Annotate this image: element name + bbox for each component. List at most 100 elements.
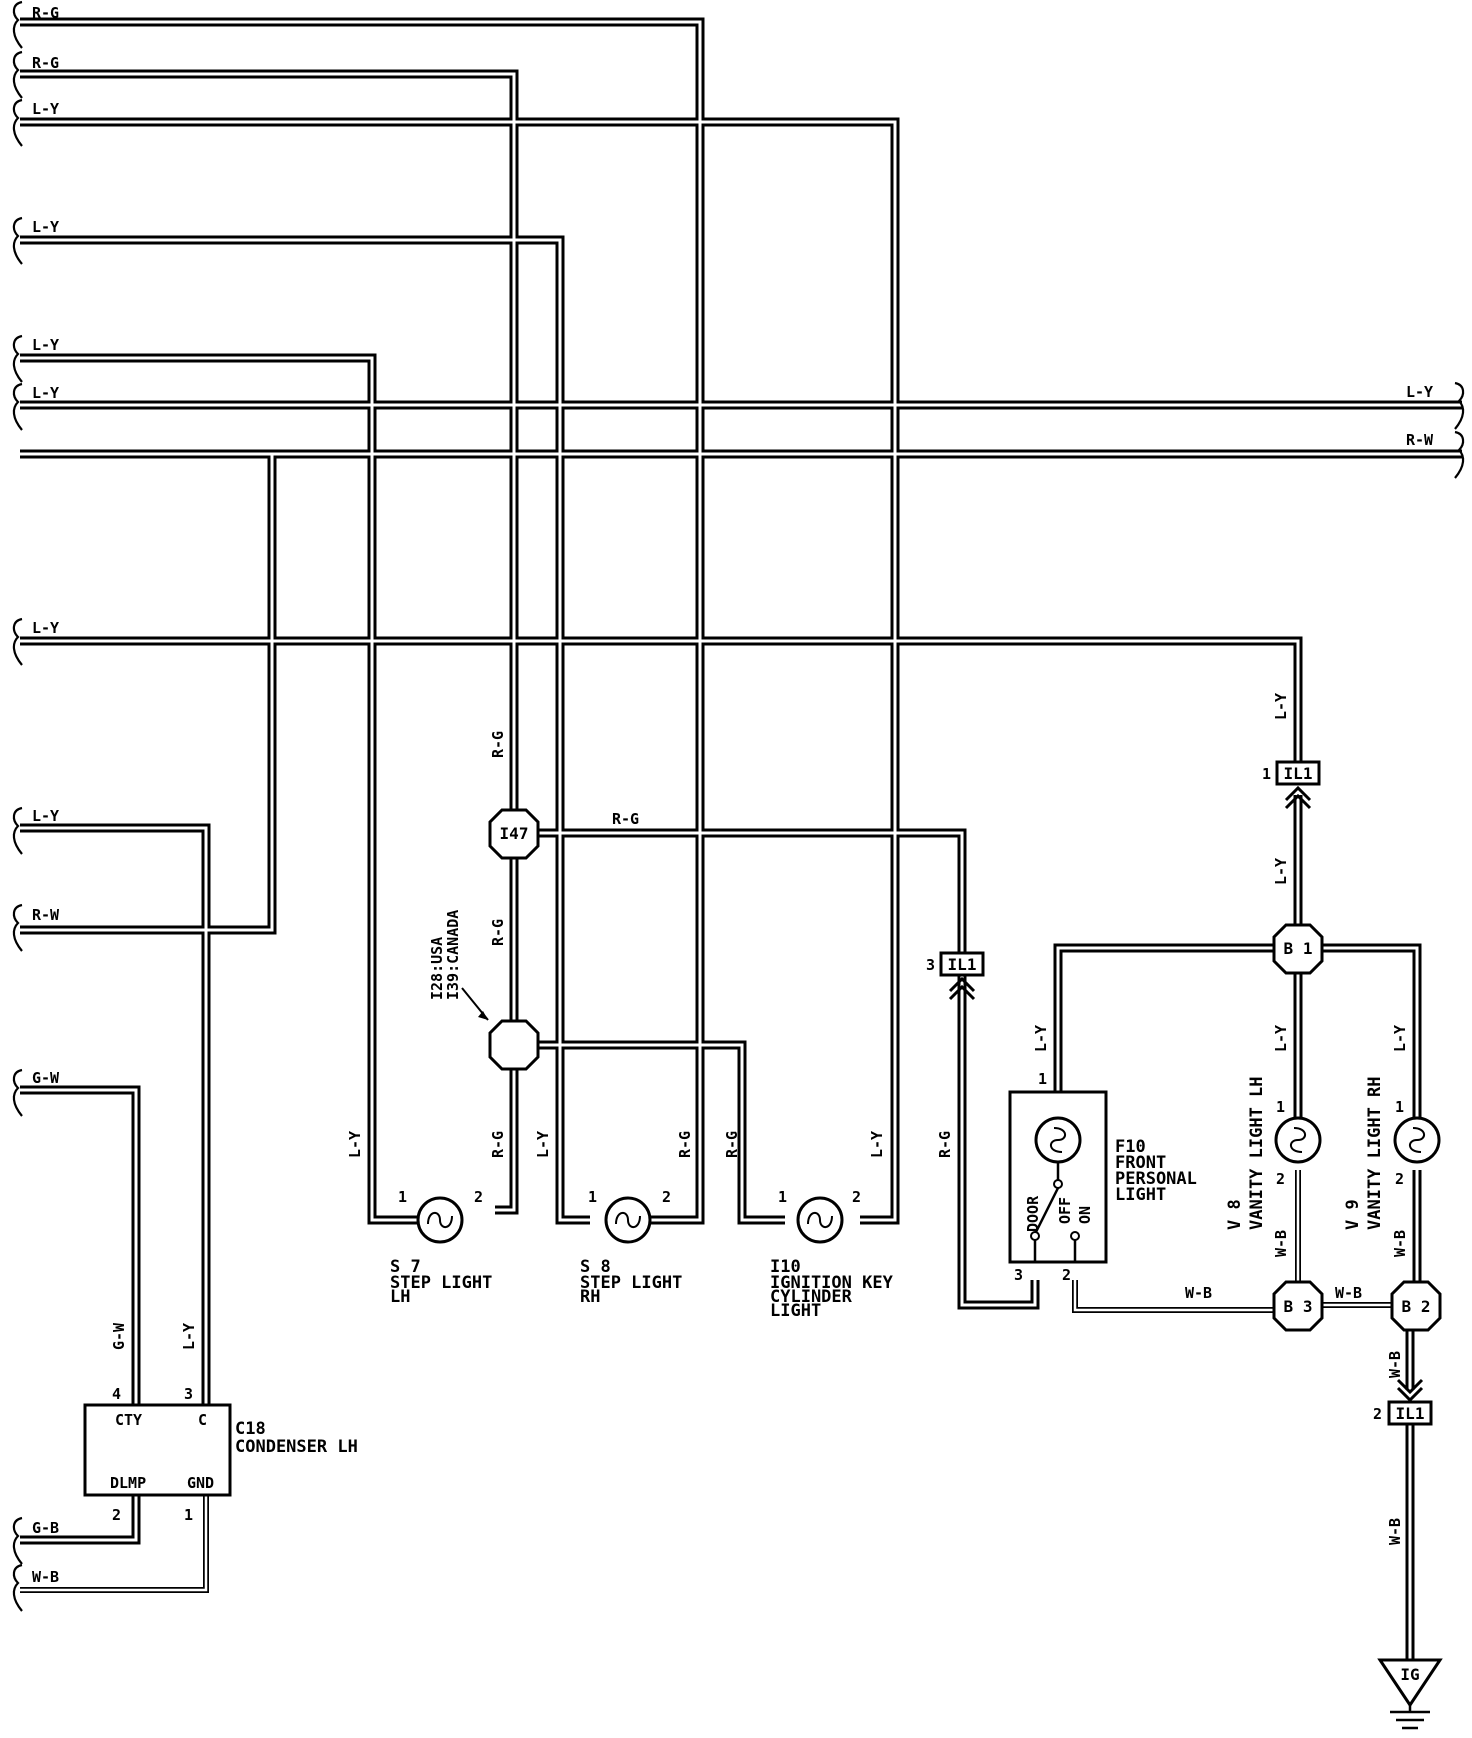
svg-text:IL1: IL1	[1284, 764, 1313, 783]
bulb-s8: 1 2	[588, 1188, 671, 1244]
svg-text:IL1: IL1	[1396, 1404, 1425, 1423]
wire-label: R-G	[612, 810, 639, 828]
wire-labels: R-G R-G L-Y L-Y L-Y L-Y L-Y L-Y R-W G-W …	[32, 4, 1434, 1586]
c18-terminal-cty: CTY	[115, 1411, 142, 1429]
wire-label: R-G	[489, 919, 507, 946]
svg-text:3: 3	[926, 956, 935, 974]
wire-label: W-B	[1386, 1518, 1404, 1545]
wire-ly-f10	[1053, 943, 1290, 1092]
wire-label: L-Y	[32, 384, 59, 402]
wire-label: W-B	[1386, 1351, 1404, 1378]
f10-name2: PERSONAL	[1115, 1169, 1197, 1189]
wire-label: L-Y	[1272, 693, 1290, 720]
wire-label: G-W	[110, 1322, 128, 1350]
wire-label: R-W	[32, 906, 60, 924]
svg-text:1: 1	[184, 1506, 193, 1524]
connector-note: I28:USA I39:CANADA	[428, 910, 489, 1021]
wire-ly-1	[20, 117, 900, 1225]
wire-label: L-Y	[1272, 858, 1290, 885]
svg-text:2: 2	[112, 1506, 121, 1524]
wire-label: R-G	[936, 1131, 954, 1158]
wire-ly-2	[20, 235, 590, 1225]
s7-name2: LH	[390, 1287, 410, 1307]
svg-text:I47: I47	[500, 824, 529, 843]
s7-name: STEP LIGHT	[390, 1273, 492, 1293]
wire-label: L-Y	[32, 619, 59, 637]
bulb-s7: 1 2	[398, 1188, 483, 1244]
junction-b2: B 2	[1390, 1280, 1442, 1332]
svg-text:IL1: IL1	[948, 955, 977, 974]
s8-code: S 8	[580, 1257, 611, 1277]
wire-label: W-B	[1272, 1230, 1290, 1257]
wire-label: R-W	[1406, 431, 1434, 449]
svg-text:I28:USA: I28:USA	[428, 937, 446, 1000]
wire-rw-2	[20, 454, 277, 935]
wire-label: L-Y	[1272, 1025, 1290, 1052]
svg-text:B 2: B 2	[1402, 1297, 1431, 1316]
wire-label: L-Y	[1032, 1025, 1050, 1052]
il1-mid: IL1 3	[926, 951, 985, 1001]
i10-name3: LIGHT	[770, 1301, 821, 1321]
f10-switch-door: DOOR	[1024, 1195, 1042, 1232]
wire-label: G-W	[32, 1069, 60, 1087]
c18-terminal-gnd: GND	[187, 1474, 214, 1492]
c18-code: C18	[235, 1419, 266, 1439]
svg-text:3: 3	[184, 1385, 193, 1403]
component-f10: DOOR OFF ON 1 3 2 F10 FRONT PERSONAL LIG…	[1008, 1070, 1197, 1284]
svg-text:2: 2	[474, 1188, 483, 1206]
wire-ly-5	[20, 636, 1303, 770]
bulbs: 1 2 1 2 1 2 1 2 1 2	[398, 1098, 1441, 1244]
svg-text:1: 1	[1395, 1098, 1404, 1116]
il1-bot: IL1 2	[1373, 1378, 1433, 1426]
component-c18: CTY C DLMP GND 4 3 2 1 C18 CONDENSER LH	[83, 1385, 358, 1524]
junction-b1: B 1	[1272, 923, 1324, 975]
svg-text:I39:CANADA: I39:CANADA	[444, 910, 462, 1000]
wire-wb-f10	[1072, 1280, 1278, 1313]
f10-switch-on: ON	[1076, 1206, 1094, 1224]
wire-label: W-B	[1335, 1284, 1362, 1302]
junction-b3: B 3	[1272, 1280, 1324, 1332]
wire-label: L-Y	[32, 336, 59, 354]
s8-name: STEP LIGHT	[580, 1273, 682, 1293]
wire-label: R-G	[489, 1131, 507, 1158]
v9-name: VANITY LIGHT RH	[1365, 1076, 1385, 1230]
wire-label: L-Y	[1406, 383, 1433, 401]
i10-name2: CYLINDER	[770, 1287, 853, 1307]
il1-top: IL1 1	[1262, 760, 1321, 810]
f10-code: F10	[1115, 1137, 1146, 1157]
svg-text:3: 3	[1014, 1266, 1023, 1284]
v8-code: V 8	[1225, 1199, 1245, 1230]
junction-i47: I47	[488, 808, 540, 860]
svg-text:1: 1	[588, 1188, 597, 1206]
ground-ig: IG	[1377, 1658, 1443, 1730]
wire-label: L-Y	[1391, 1025, 1409, 1052]
il1-connectors: IL1 1 IL1 3 IL1 2	[926, 760, 1433, 1426]
wire-label: L-Y	[180, 1323, 198, 1350]
c18-terminal-dlmp: DLMP	[110, 1474, 146, 1492]
svg-text:1: 1	[1276, 1098, 1285, 1116]
i10-name: IGNITION KEY	[770, 1273, 894, 1293]
svg-text:1: 1	[398, 1188, 407, 1206]
wire-label: L-Y	[534, 1131, 552, 1158]
f10-switch-off: OFF	[1056, 1197, 1074, 1224]
wire-label: G-B	[32, 1519, 59, 1537]
wire-label: R-G	[32, 4, 59, 22]
svg-text:1: 1	[778, 1188, 787, 1206]
wire-label: L-Y	[868, 1131, 886, 1158]
wires	[20, 17, 1462, 1660]
svg-text:1: 1	[1262, 765, 1271, 783]
svg-text:B 3: B 3	[1284, 1297, 1313, 1316]
svg-text:2: 2	[1395, 1170, 1404, 1188]
svg-text:2: 2	[1062, 1266, 1071, 1284]
svg-text:2: 2	[662, 1188, 671, 1206]
wire-gw	[20, 1085, 141, 1405]
wire-label: R-G	[676, 1131, 694, 1158]
f10-name: FRONT	[1115, 1153, 1166, 1173]
wire-label: L-Y	[32, 807, 59, 825]
bulb-i10: 1 2	[778, 1188, 861, 1244]
wire-label: L-Y	[32, 100, 59, 118]
junctions: I47 B 1 B 3 B 2	[488, 808, 1442, 1332]
wire-label: L-Y	[346, 1131, 364, 1158]
s7-code: S 7	[390, 1257, 421, 1277]
